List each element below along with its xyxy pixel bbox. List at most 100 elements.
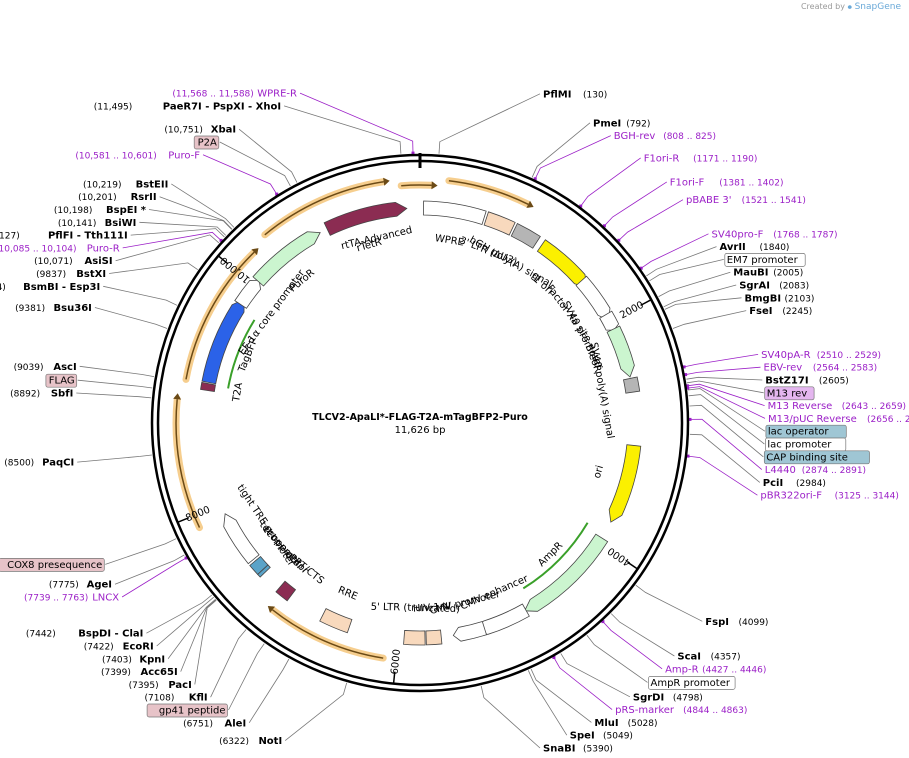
feature-shape <box>608 444 642 523</box>
site-coordinate: (10,201) <box>78 193 117 203</box>
leader-line <box>438 93 541 154</box>
leader-line <box>180 599 217 672</box>
leader-line <box>530 668 592 723</box>
site-fsei: FseI(2245) <box>749 306 812 317</box>
site-coordinate: (2083) <box>779 282 809 292</box>
leader-line <box>284 682 348 741</box>
leader-line <box>672 310 747 329</box>
site-name: Puro-F <box>168 150 200 161</box>
site-name: M13 Reverse <box>768 401 833 412</box>
site-bspdi-clai: BspDI - ClaI(7442) <box>26 629 144 640</box>
site-name: pBR322ori-F <box>760 491 822 502</box>
site-pflfi-tth111i: PflFI - Tth111I(10,127) <box>0 231 128 242</box>
site-pbr322ori-f: pBR322ori-F(3125 .. 3144) <box>760 491 898 502</box>
snapgene-watermark: Created by ⦁ SnapGene <box>801 2 901 12</box>
site-bmgbi: BmgBI(2103) <box>745 293 815 304</box>
feature-shape <box>275 580 297 602</box>
site-coordinate: (10,751) <box>164 126 203 136</box>
site-name: PflMI <box>543 89 571 100</box>
feature-tet-operator: tet operator <box>257 525 311 578</box>
leader-line <box>130 228 225 238</box>
leader-line <box>689 418 763 470</box>
site-name: AgeI <box>87 580 112 591</box>
orf-arrowhead <box>383 177 390 186</box>
site-name: WPRE-R <box>257 89 297 100</box>
site-coordinate: (1840) <box>760 243 790 253</box>
site-coordinate: (1768 .. 1787) <box>773 230 837 240</box>
site-sgrdi: SgrDI(4798) <box>633 692 703 703</box>
feature-shape <box>524 533 609 612</box>
site-name: AleI <box>225 718 247 729</box>
orf-arrowhead <box>173 393 182 400</box>
feature-shape <box>200 381 216 393</box>
site-pflmi: PflMI (130) <box>543 89 607 100</box>
leader-line <box>604 181 668 227</box>
site-coordinate: (10,198) <box>54 206 93 216</box>
site-coordinate: (1521 .. 1541) <box>742 196 806 206</box>
tick-label: 2000 <box>618 300 646 322</box>
leader-line <box>580 157 641 207</box>
leader-line <box>103 285 178 306</box>
leader-line <box>219 141 291 187</box>
site-flag: FLAG <box>45 373 78 388</box>
primer-site-marker <box>617 238 621 242</box>
leader-line <box>114 554 185 585</box>
site-name: LNCX <box>92 593 119 604</box>
plasmid-name: TLCV2-ApaLI*-FLAG-T2A-mTagBFP2-Puro <box>312 412 528 423</box>
site-name: pBABE 3' <box>686 195 732 206</box>
site-name: SV40pro-F <box>712 229 764 240</box>
site-name: SpeI <box>570 731 595 742</box>
site-coordinate: (10,581 .. 10,601) <box>75 151 156 161</box>
site-bgh-rev: BGH-rev(808 .. 825) <box>614 131 716 142</box>
site-coordinate: (7399) <box>101 668 131 678</box>
feature-label: SV40 poly(A) signal <box>588 342 616 440</box>
site-spei: SpeI(5049) <box>570 731 633 742</box>
site-name: pRS-marker <box>615 705 675 716</box>
site-coordinate: (9381) <box>15 304 45 314</box>
site-name: BspEI * <box>106 205 147 216</box>
site-paer7i-pspxi-xhoi: PaeR7I - PspXI - XhoI(11,495) <box>94 101 281 112</box>
leader-line <box>686 376 763 381</box>
watermark-brand: SnapGene <box>854 2 901 12</box>
site-lac-operator: lac operator <box>765 424 847 439</box>
site-coordinate: (130) <box>583 90 607 100</box>
site-name: Amp-R <box>665 664 699 675</box>
site-name: F1ori-F <box>670 177 705 188</box>
site-lac-promoter: lac promoter <box>765 437 847 452</box>
site-name: lac promoter <box>767 440 832 451</box>
site-name: M13/pUC Reverse <box>768 414 857 425</box>
leader-line <box>610 613 675 657</box>
site-coordinate: (11,568 .. 11,588) <box>172 90 253 100</box>
tick-mark <box>640 299 652 307</box>
primer-site-marker <box>219 238 223 242</box>
site-name: PciI <box>763 478 783 489</box>
leader-line <box>139 221 227 236</box>
tick-mark <box>392 671 396 684</box>
label-layer: PflMI(130)PmeI(792)BGH-rev(808 .. 825)F1… <box>0 89 909 755</box>
leader-line <box>586 634 648 683</box>
site-coordinate: (1171 .. 1190) <box>693 154 757 164</box>
primer-site-marker <box>685 384 689 388</box>
feature-5-ltr-truncated: 5' LTR (truncated) <box>371 602 460 646</box>
orf-arc <box>264 180 384 236</box>
feature-label-box <box>146 703 228 718</box>
feature-shape <box>623 376 641 394</box>
site-name: BstXI <box>76 269 106 280</box>
leader-line <box>689 433 761 483</box>
site-rsrii: RsrII(10,201) <box>78 192 157 203</box>
orf-arc <box>185 251 255 380</box>
leader-line <box>228 643 265 711</box>
site-coordinate: (7403) <box>102 655 132 665</box>
site-coordinate: (4844 .. 4863) <box>683 706 747 716</box>
site-coordinate: (6751) <box>183 719 213 729</box>
site-coordinate: (2103) <box>785 294 815 304</box>
site-name: MluI <box>594 718 618 729</box>
primer-site-marker <box>275 192 279 196</box>
site-name: FLAG <box>49 376 75 387</box>
primer-site-marker <box>684 373 688 377</box>
site-bsiwi: BsiWI(10,141) <box>58 218 137 229</box>
site-coordinate: (7775) <box>49 581 79 591</box>
feature-shape <box>323 201 408 236</box>
site-bstz17i: BstZ17I(2605) <box>765 376 849 387</box>
primer-site-marker <box>411 151 415 155</box>
